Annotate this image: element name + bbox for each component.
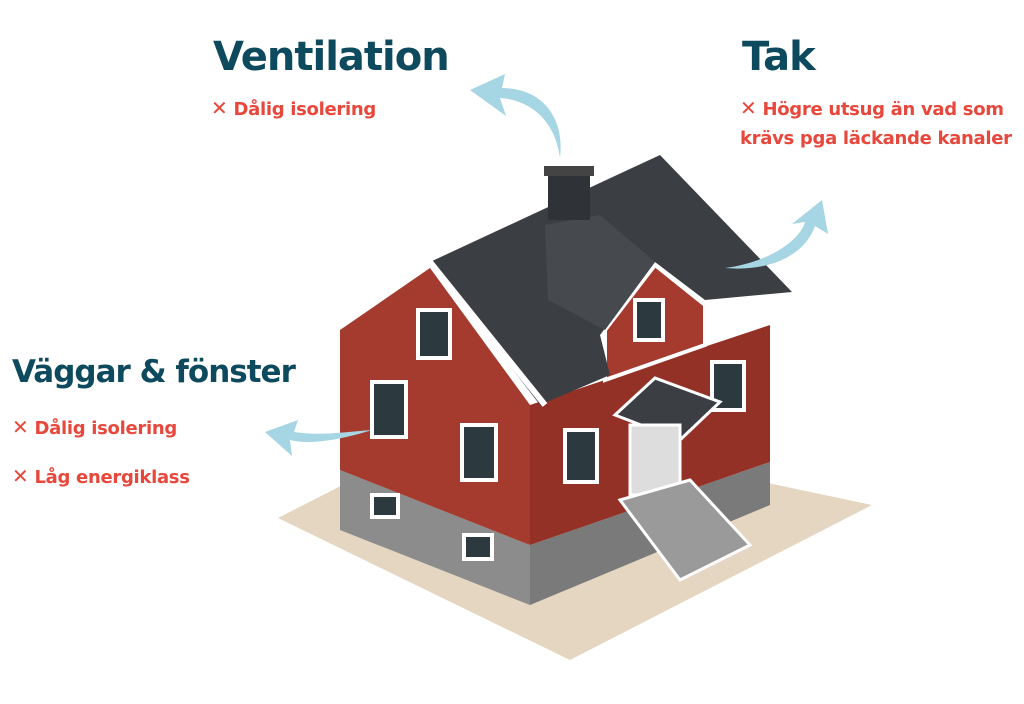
cross-icon: ✕ <box>211 96 228 120</box>
gable-trim <box>316 258 548 407</box>
dormer-roof <box>545 215 655 330</box>
walls-issue-1: ✕Dålig isolering <box>12 415 177 439</box>
curved-arrow-icon <box>265 74 828 456</box>
ventilation-issue: ✕Dålig isolering <box>211 96 376 120</box>
tak-issue: ✕Högre utsug än vad som krävs pga läckan… <box>740 96 1012 149</box>
walls-issue-2: ✕Låg energiklass <box>12 464 190 488</box>
tak-title: Tak <box>742 34 816 80</box>
walls-title: Väggar & fönster <box>12 354 296 390</box>
windows <box>370 298 746 561</box>
chimney <box>548 172 590 220</box>
cross-icon: ✕ <box>740 96 757 120</box>
cross-icon: ✕ <box>12 464 29 488</box>
porch-stairs <box>617 478 753 582</box>
ventilation-title: Ventilation <box>213 34 450 80</box>
cross-icon: ✕ <box>12 415 29 439</box>
